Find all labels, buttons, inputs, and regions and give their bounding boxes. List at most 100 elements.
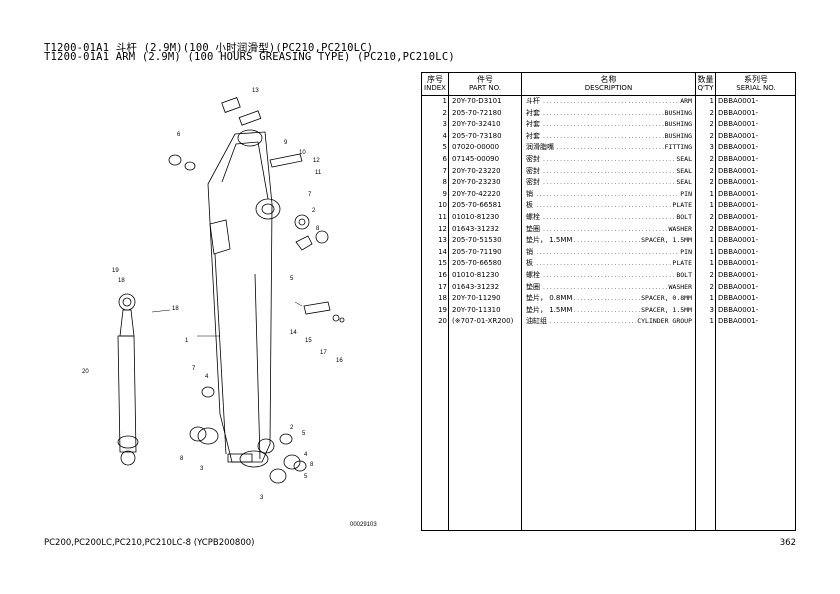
row-index: 5 [442,143,447,152]
svg-text:12: 12 [313,158,320,164]
row-description-cn: 垫片， 0.8MM [526,294,574,303]
row-serial: DBBA0001- [718,97,759,105]
row-qty: 1 [709,97,714,105]
row-description-en: ARM [679,96,692,108]
row-index: 8 [442,178,447,187]
row-part-no: 01010-81230 [452,271,500,279]
row-qty: 1 [709,236,714,245]
row-index: 19 [438,305,447,314]
row-serial: DBBA0001- [718,224,759,233]
row-qty: 3 [709,305,714,314]
arm-body [207,131,273,463]
svg-text:16: 16 [336,358,343,364]
row-serial: DBBA0001- [718,213,759,221]
row-description: ........................................… [526,200,692,212]
row-serial: DBBA0001- [718,294,759,303]
arm-body-edge [221,141,269,200]
row-description-cn: 销 [526,247,534,256]
row-index: 10 [438,201,447,210]
row-description-cn: 垫圈 [526,224,541,233]
row-description: ........................................… [526,165,692,178]
svg-text:18: 18 [118,278,125,284]
row-description-en: WASHER [667,223,692,236]
row-index: 6 [442,155,447,163]
row-description-en: CYLINDER GROUP [636,316,692,328]
svg-text:14: 14 [290,330,297,336]
svg-text:7: 7 [192,366,196,372]
row-description-cn: 斗杆 [526,97,541,105]
row-description-cn: 密封 [526,155,541,163]
row-part-no: 205-70-73180 [452,131,502,140]
svg-text:19: 19 [112,268,119,274]
pin-9 [269,153,303,168]
row-part-no: 01643-31232 [452,224,500,233]
row-part-no: 01643-31232 [452,282,500,291]
row-description-cn: 衬套 [526,131,541,140]
row-serial: DBBA0001- [718,166,759,175]
page-title-chinese: T1200-01A1 斗杆 (2.9M)(100 小时润滑型)(PC210,PC… [44,42,374,54]
row-description: ........................................… [526,212,692,224]
svg-text:4: 4 [205,374,209,380]
svg-text:2: 2 [312,208,316,214]
svg-text:18: 18 [172,306,179,312]
row-qty: 2 [709,166,714,175]
row-qty: 2 [709,213,714,221]
row-description-en: PIN [679,188,692,201]
row-description-cn: 衬套 [526,120,541,129]
row-description-cn: 螺栓 [526,213,541,221]
footer-page-number: 362 [779,538,796,548]
row-description-en: BUSHING [663,119,692,131]
row-description-cn: 衬套 [526,108,541,117]
row-description-en: BUSHING [663,107,692,120]
svg-text:5: 5 [290,276,294,282]
row-serial: DBBA0001- [718,282,759,291]
svg-text:4: 4 [304,452,308,458]
svg-text:8: 8 [316,226,320,232]
row-description: ........................................… [526,130,692,143]
row-description-en: BUSHING [663,130,692,143]
row-qty: 1 [709,189,714,198]
row-index: 3 [442,120,447,129]
cylinder-20 [117,335,137,453]
row-index: 17 [438,282,447,291]
svg-text:20: 20 [82,369,89,375]
row-qty: 2 [709,120,714,129]
row-description-cn: 润滑脂嘴 [526,143,555,152]
row-part-no: 205-70-51530 [452,236,502,245]
row-part-no: 20Y-70-32410 [452,120,501,129]
row-serial: DBBA0001- [718,201,759,210]
row-description-cn: 螺栓 [526,271,541,279]
row-serial: DBBA0001- [718,178,759,187]
row-part-no: 20Y-70-11290 [452,294,501,303]
row-description: ........................................… [526,246,692,259]
row-part-no: 20Y-70-23220 [452,166,501,175]
row-part-no: 20Y-70-23230 [452,178,501,187]
row-serial: DBBA0001- [718,143,759,152]
svg-text:13: 13 [252,88,259,94]
svg-text:8: 8 [180,456,184,462]
table-row: 20(※707-01-XR200).......................… [422,316,795,328]
row-qty: 2 [709,131,714,140]
row-index: 13 [438,236,447,245]
row-part-no: 205-70-66580 [452,259,502,268]
svg-text:2: 2 [290,425,294,431]
row-qty: 1 [709,294,714,303]
row-index: 1 [442,97,447,105]
row-description-cn: 密封 [526,166,541,175]
row-description-cn: 板 [526,259,534,268]
row-description-cn: 垫圈 [526,282,541,291]
row-qty: 1 [709,259,714,268]
